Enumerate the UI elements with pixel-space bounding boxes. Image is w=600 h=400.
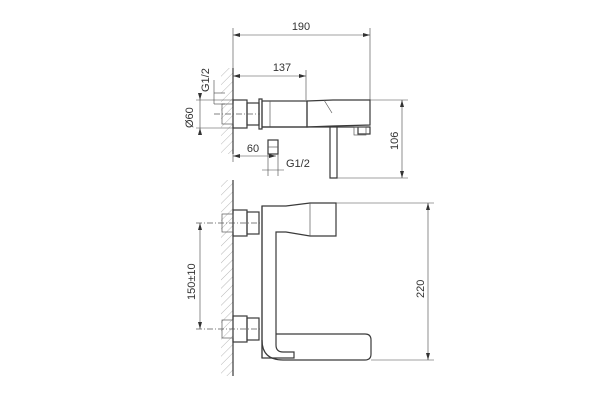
dim-150-label: 150±10 <box>186 263 198 300</box>
side-view <box>214 68 371 179</box>
side-main-body <box>261 100 308 128</box>
side-body <box>258 98 263 130</box>
side-wall-hatch <box>221 68 233 154</box>
side-outlet <box>353 126 367 136</box>
dim-106: 106 <box>337 99 408 179</box>
dim-g12-bottom: G1/2 <box>262 154 310 176</box>
dim-60: 60 <box>232 128 276 162</box>
front-spout <box>261 333 372 361</box>
front-view <box>196 180 372 376</box>
front-body <box>261 202 337 359</box>
dim-60-label: 60 <box>247 143 259 155</box>
side-handle-drop <box>329 127 338 179</box>
dim-diameter-label: Ø60 <box>184 107 196 128</box>
dim-g12-bottom-label: G1/2 <box>286 158 310 170</box>
dim-190-label: 190 <box>292 21 310 33</box>
dim-137: 137 <box>233 62 307 100</box>
dim-220-label: 220 <box>415 280 427 298</box>
dim-137-label: 137 <box>273 62 291 74</box>
dim-106-label: 106 <box>389 132 401 150</box>
dim-150: 150±10 <box>186 223 202 329</box>
dim-220: 220 <box>336 202 434 361</box>
side-lever-cap <box>323 99 333 114</box>
dim-diameter: Ø60 <box>184 93 233 135</box>
side-lever <box>306 99 371 128</box>
front-wall-hatch <box>221 180 233 376</box>
side-spout <box>262 126 371 135</box>
dim-g12-top-label: G1/2 <box>200 68 212 92</box>
dim-190: 190 <box>232 21 371 100</box>
